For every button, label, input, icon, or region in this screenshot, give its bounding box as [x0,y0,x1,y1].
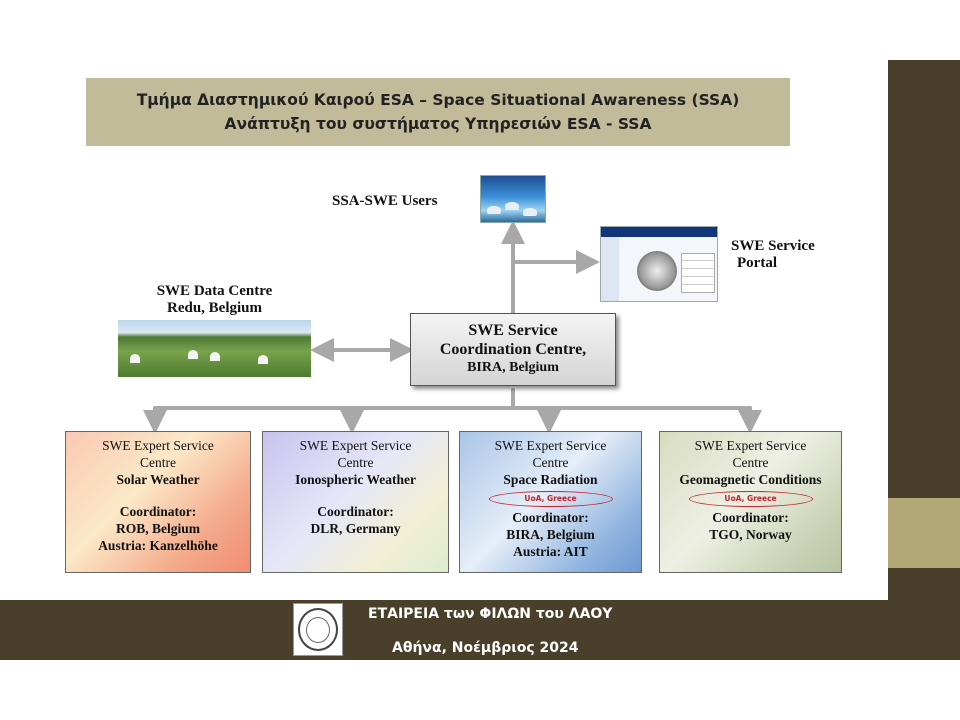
portal-screenshot [600,226,718,302]
uoa-badge: UoA, Greece [488,491,613,507]
expert-box-ionospheric: SWE Expert Service Centre Ionospheric We… [262,431,449,573]
data-centre-label: SWE Data Centre Redu, Belgium [156,283,273,316]
expert-name: Solar Weather [116,472,200,487]
title-line-1: Τμήμα Διαστημικού Καιρού ESA – Space Sit… [136,91,740,109]
title-banner: Τμήμα Διαστημικού Καιρού ESA – Space Sit… [86,78,790,146]
expert-box-geomagnetic: SWE Expert Service Centre Geomagnetic Co… [659,431,842,573]
expert-name: Ionospheric Weather [295,472,416,487]
side-bar-accent [888,498,960,568]
title-line-2: Ανάπτυξη του συστήματος Υπηρεσιών ESA - … [224,115,652,133]
side-bar-dark-lower [888,568,960,600]
uoa-badge: UoA, Greece [688,491,813,507]
expert-box-space-radiation: SWE Expert Service Centre Space Radiatio… [459,431,642,573]
redu-photo [118,320,311,377]
coordination-centre-box: SWE Service Coordination Centre, BIRA, B… [410,313,616,386]
society-seal-icon [293,603,343,656]
side-bar-dark [888,60,960,498]
users-label: SSA-SWE Users [332,193,438,209]
footer-band [0,600,960,660]
footer-date: Αθήνα, Νοέμβριος 2024 [392,640,579,656]
expert-name: Geomagnetic Conditions [679,472,822,487]
footer-org: ΕΤΑΙΡΕΙΑ των ΦΙΛΩΝ του ΛΑΟΥ [368,606,613,622]
expert-name: Space Radiation [503,472,598,487]
expert-box-solar: SWE Expert Service Centre Solar Weather … [65,431,251,573]
users-image [480,175,546,223]
portal-label: SWE Service Portal [731,238,815,271]
